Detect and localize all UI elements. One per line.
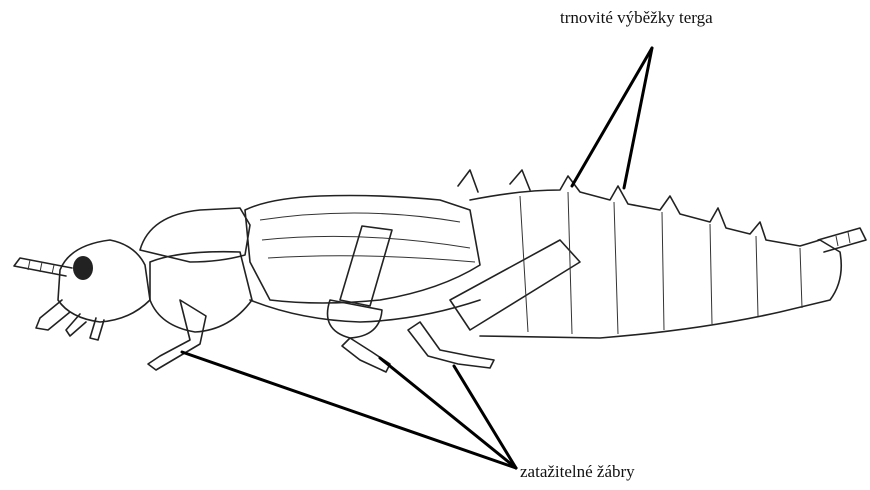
antennae <box>14 228 866 276</box>
legs <box>148 226 580 372</box>
leader-lines-spines <box>572 48 652 188</box>
eye <box>73 256 93 280</box>
abdomen <box>458 170 841 338</box>
head <box>36 240 150 340</box>
label-retractile-gills: zatažitelné žábry <box>520 462 635 482</box>
thorax <box>140 196 480 333</box>
leader-lines-gills <box>182 352 516 468</box>
label-tergal-spines: trnovité výběžky terga <box>560 8 713 28</box>
